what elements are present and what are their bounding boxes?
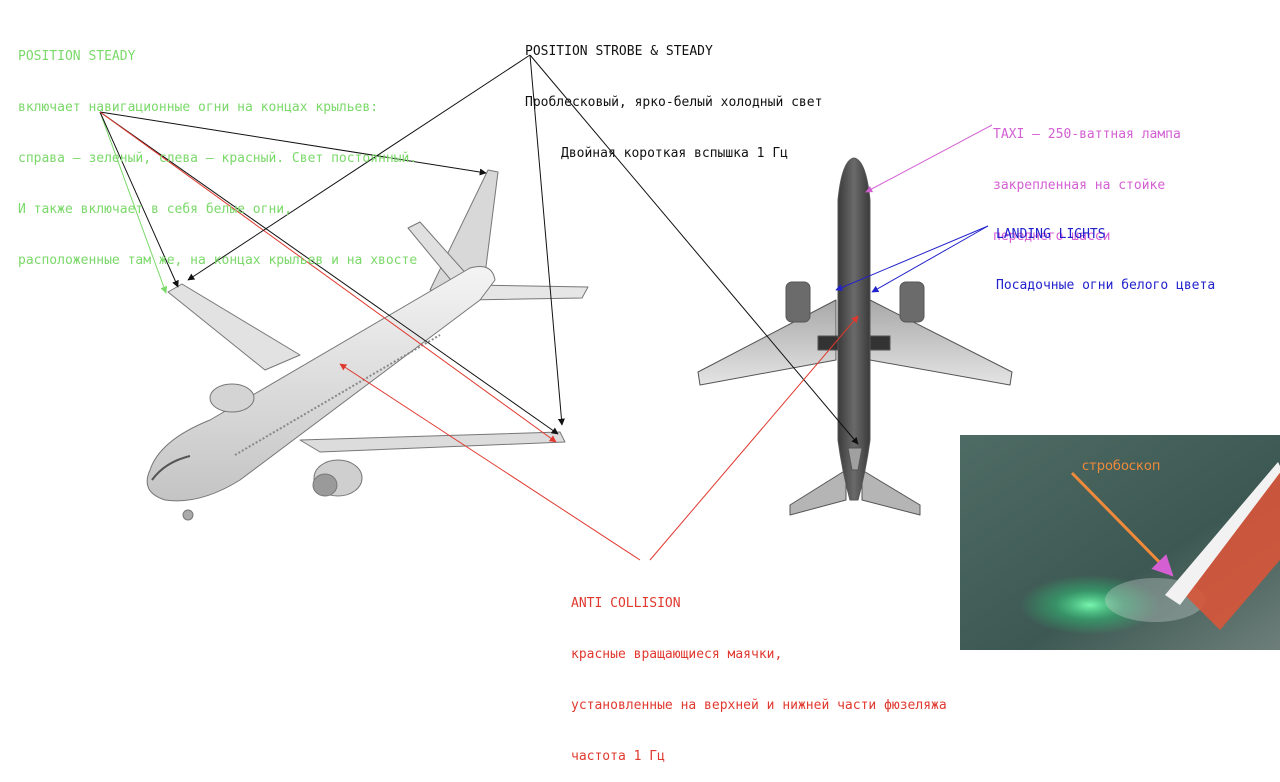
landing-lights-label: LANDING LIGHTS Посадочные огни белого цв… [996,192,1215,311]
taxi-line [866,125,992,192]
taxi-line-1: TAXI – 250-ваттная лампа [993,126,1181,143]
anti-collision-label: ANTI COLLISION красные вращающиеся маячк… [571,561,947,782]
anti-collision-line-2: установленные на верхней и нижней части … [571,697,947,714]
position-steady-line-2: справа – зеленый, слева – красный. Свет … [18,150,417,167]
position-steady-line-4: расположенные там же, на концах крыльев … [18,252,417,269]
position-steady-title: POSITION STEADY [18,48,417,65]
position-strobe-line-2: Двойная короткая вспышка 1 Гц [525,145,822,162]
position-steady-line-3: И также включает в себя белые огни, [18,201,417,218]
position-strobe-line-1: Проблесковый, ярко-белый холодный свет [525,94,822,111]
position-strobe-label: POSITION STROBE & STEADY Проблесковый, я… [525,9,822,179]
position-strobe-title: POSITION STROBE & STEADY [525,43,822,60]
landing-line-2 [872,226,988,292]
position-steady-label: POSITION STEADY включает навигационные о… [18,14,417,286]
anti-collision-top-line [340,364,640,560]
anti-collision-line-1: красные вращающиеся маячки, [571,646,947,663]
strobe-photo-label: стробоскоп [1082,459,1160,474]
anti-collision-title: ANTI COLLISION [571,595,947,612]
anti-collision-line-3: частота 1 Гц [571,748,947,765]
landing-lights-line-1: Посадочные огни белого цвета [996,277,1215,294]
position-steady-line-1: включает навигационные огни на концах кр… [18,99,417,116]
landing-lights-title: LANDING LIGHTS [996,226,1215,243]
